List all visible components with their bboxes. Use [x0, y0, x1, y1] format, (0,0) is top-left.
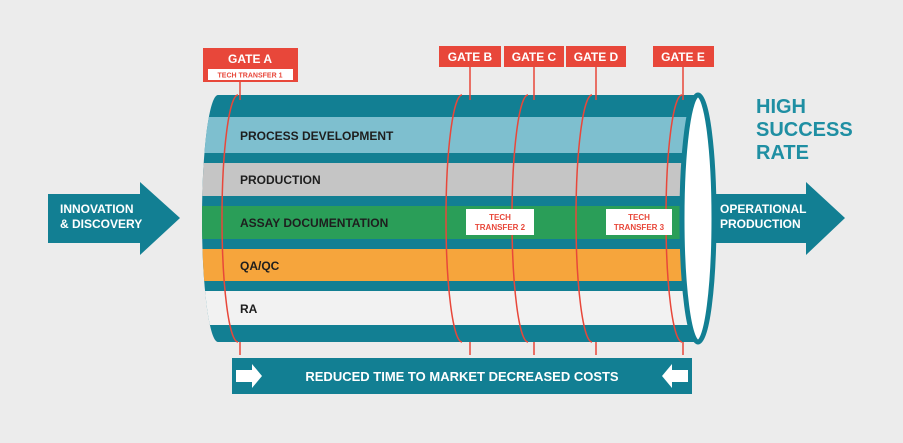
innovation-label-line1: INNOVATION	[60, 202, 134, 216]
gate-d-label: GATE D	[574, 50, 619, 64]
band-label-assay-documentation: ASSAY DOCUMENTATION	[240, 216, 388, 230]
innovation-arrow: INNOVATION & DISCOVERY	[48, 182, 180, 255]
pipeline-cylinder: PROCESS DEVELOPMENT PRODUCTION ASSAY DOC…	[202, 92, 717, 345]
tech-transfer-2-line2: TRANSFER 2	[475, 223, 526, 232]
tech-transfer-3-box: TECH TRANSFER 3	[606, 209, 672, 235]
band-label-production: PRODUCTION	[240, 173, 321, 187]
gate-d-box: GATE D	[566, 46, 626, 67]
bottom-banner-bar	[232, 358, 692, 394]
band-qa-qc	[202, 249, 698, 281]
gate-ring-d	[575, 94, 593, 343]
gate-e-box: GATE E	[653, 46, 714, 67]
bottom-banner-label: REDUCED TIME TO MARKET DECREASED COSTS	[305, 369, 619, 384]
band-label-qa-qc: QA/QC	[240, 259, 280, 273]
innovation-arrow-shape	[48, 182, 180, 255]
high-success-rate: HIGH SUCCESS RATE	[756, 96, 853, 164]
tech-transfer-2-line1: TECH	[489, 213, 511, 222]
band-production	[202, 163, 698, 196]
tech-transfer-3-line2: TRANSFER 3	[614, 223, 665, 232]
bottom-banner: REDUCED TIME TO MARKET DECREASED COSTS	[232, 358, 692, 394]
cylinder-end-cap	[679, 92, 717, 345]
gate-c-label: GATE C	[512, 50, 557, 64]
operational-arrow: OPERATIONAL PRODUCTION	[712, 182, 845, 255]
success-line3: RATE	[756, 142, 809, 164]
operational-label-line1: OPERATIONAL	[720, 202, 806, 216]
gate-a-label: GATE A	[228, 52, 272, 66]
gate-ring-a	[221, 94, 239, 343]
banner-right-arrow-icon	[236, 364, 262, 388]
gate-ring-b	[445, 94, 463, 343]
gate-b-label: GATE B	[448, 50, 493, 64]
band-label-process-development: PROCESS DEVELOPMENT	[240, 129, 394, 143]
gate-connectors	[239, 67, 684, 355]
tech-transfer-2-box: TECH TRANSFER 2	[466, 209, 534, 235]
band-label-ra: RA	[240, 302, 258, 316]
gate-b-box: GATE B	[439, 46, 501, 67]
operational-label-line2: PRODUCTION	[720, 217, 801, 231]
gate-e-label: GATE E	[661, 50, 705, 64]
banner-left-arrow-icon	[662, 364, 688, 388]
gate-a-sub-label: TECH TRANSFER 1	[218, 73, 283, 80]
gate-c-box: GATE C	[504, 46, 564, 67]
success-line1: HIGH	[756, 96, 806, 118]
success-line2: SUCCESS	[756, 119, 853, 141]
innovation-label-line2: & DISCOVERY	[60, 217, 142, 231]
gate-a-box: GATE A TECH TRANSFER 1	[203, 48, 298, 82]
tech-transfer-3-line1: TECH	[628, 213, 650, 222]
operational-arrow-shape	[712, 182, 845, 255]
